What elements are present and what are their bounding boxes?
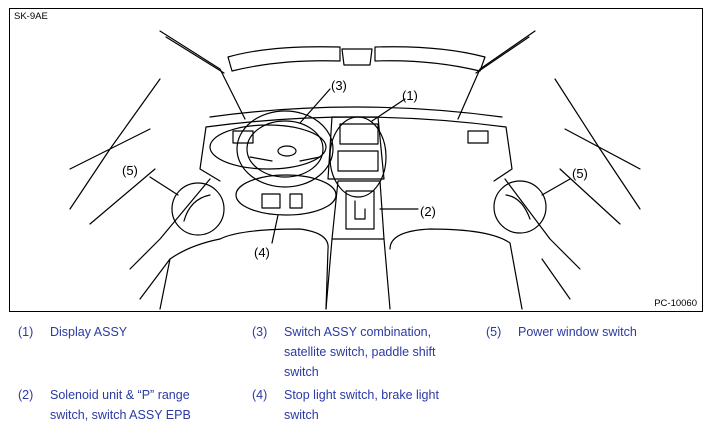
car-interior-line-drawing [69, 30, 641, 310]
legend-number: (1) [18, 325, 34, 339]
legend-number: (4) [252, 388, 268, 402]
parts-legend: (1) Display ASSY (2) Solenoid unit & “P”… [0, 318, 712, 428]
legend-number: (2) [18, 388, 34, 402]
interior-diagram-frame: SK-9AE PC-10060 (3) (1) (5) (5) (2) (4) [9, 8, 703, 312]
callout-5-left: (5) [122, 163, 138, 178]
callout-4: (4) [254, 245, 270, 260]
legend-text: Solenoid unit & “P” range switch, switch… [50, 388, 191, 422]
legend-number: (5) [486, 325, 502, 339]
figure-code-bottom-right: PC-10060 [654, 298, 697, 309]
callout-1: (1) [402, 88, 418, 103]
legend-text: Power window switch [518, 325, 637, 339]
callout-2: (2) [420, 204, 436, 219]
legend-text: Stop light switch, brake light switch [284, 388, 439, 422]
legend-text: Switch ASSY combination, satellite switc… [284, 325, 436, 379]
legend-text: Display ASSY [50, 325, 128, 339]
callout-5-right: (5) [572, 166, 588, 181]
legend-number: (3) [252, 325, 268, 339]
callout-3: (3) [331, 78, 347, 93]
figure-code-top-left: SK-9AE [14, 11, 48, 22]
